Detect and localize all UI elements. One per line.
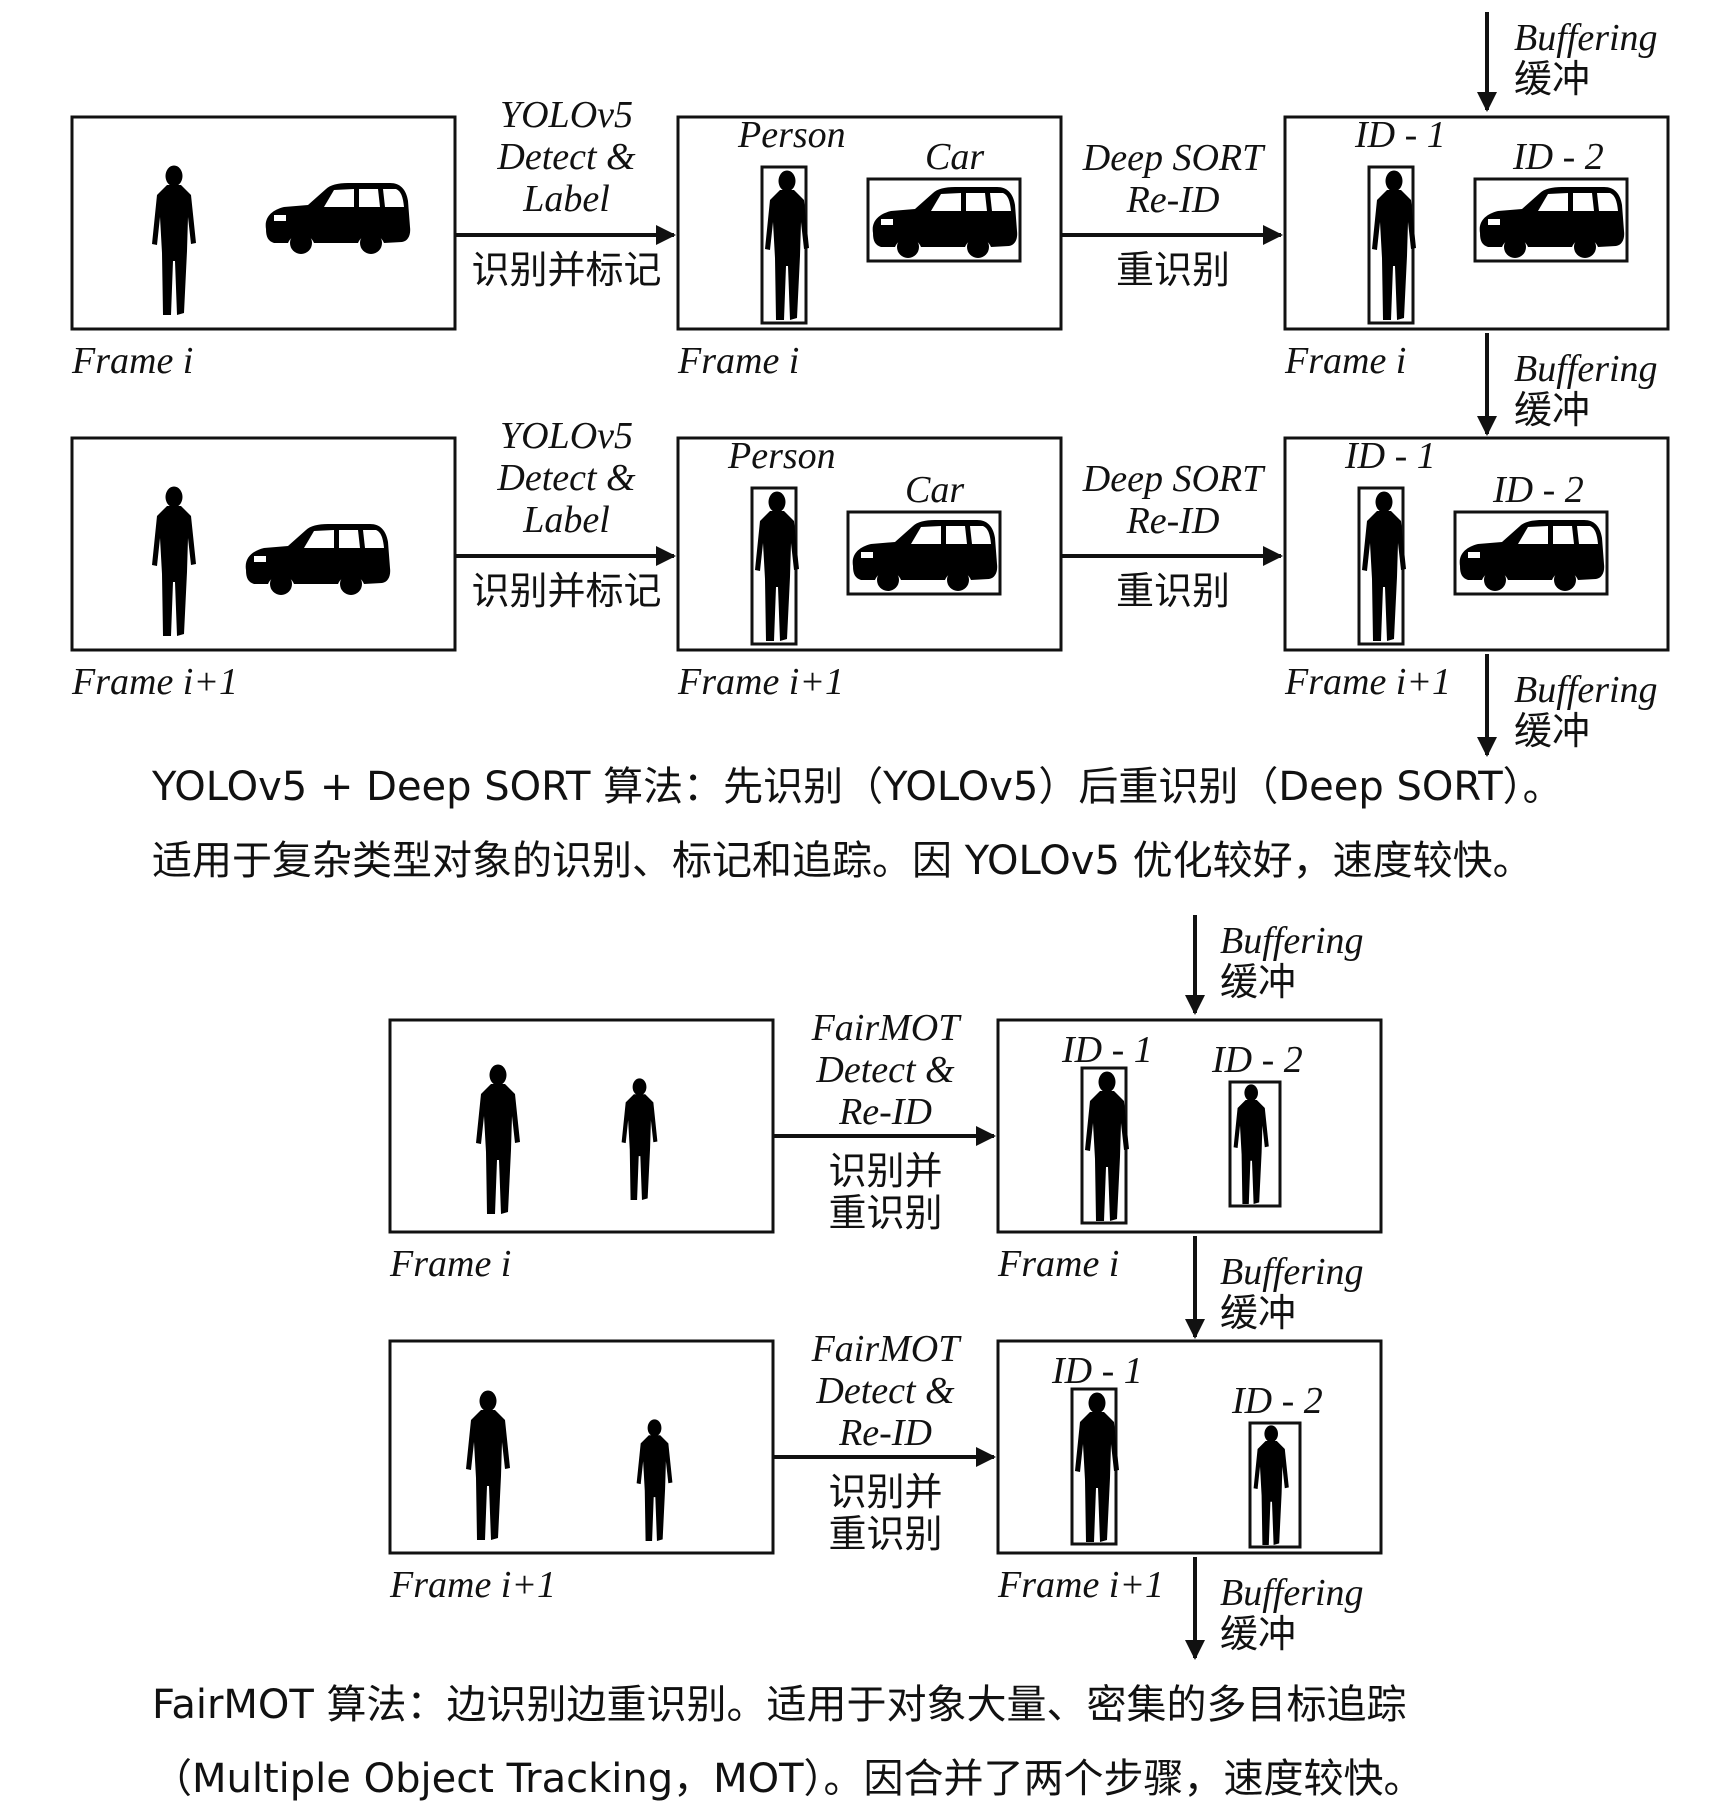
- frame-label: Frame i+1: [71, 661, 238, 703]
- buffer-label-en: Buffering: [1220, 1572, 1364, 1614]
- fair-step-label-zh: 重识别: [828, 1512, 942, 1556]
- id-label-2: ID - 2: [1512, 136, 1604, 178]
- caption-yolo-line-1: YOLOv5 + Deep SORT 算法：先识别（YOLOv5）后重识别（De…: [151, 764, 1563, 810]
- id-label-2: ID - 2: [1231, 1380, 1323, 1422]
- frame-label: Frame i+1: [677, 661, 844, 703]
- fair-raw-frame-1: [388, 1339, 775, 1555]
- detect-step-label: YOLOv5: [500, 94, 633, 136]
- fair-id2-bbox: [1248, 1421, 1302, 1549]
- detect-label-car: Car: [905, 469, 964, 511]
- reid-step-label: Re-ID: [1126, 179, 1220, 221]
- id-label-1: ID - 1: [1051, 1350, 1143, 1392]
- fair-step-label-zh: 识别并: [828, 1149, 942, 1193]
- fair-step-label-zh: 识别并: [828, 1470, 942, 1514]
- caption-fairmot-line-1: FairMOT 算法：边识别边重识别。适用于对象大量、密集的多目标追踪: [152, 1682, 1407, 1728]
- caption-fairmot-line-2: （Multiple Object Tracking，MOT）。因合并了两个步骤，…: [152, 1756, 1424, 1802]
- id2-bbox: [1473, 177, 1629, 263]
- id-label-2: ID - 2: [1211, 1039, 1303, 1081]
- detect-label-person: Person: [727, 435, 836, 477]
- buffer-label-zh: 缓冲: [1220, 1612, 1296, 1656]
- id-label-2: ID - 2: [1492, 469, 1584, 511]
- detect-frame-1: [676, 436, 1063, 652]
- fair-raw-frame-0: [388, 1018, 775, 1234]
- fair-id2-bbox: [1228, 1080, 1282, 1208]
- detect-step-label: Detect &: [496, 136, 636, 178]
- fair-step-label: Detect &: [815, 1370, 955, 1412]
- frame-label: Frame i: [677, 340, 799, 382]
- frame-label: Frame i: [71, 340, 193, 382]
- buffer-label-top-en: Buffering: [1514, 17, 1658, 59]
- buffer-label-zh: 缓冲: [1514, 709, 1590, 753]
- fair-id-frame-1: [996, 1339, 1383, 1555]
- detect-label-car: Car: [925, 136, 984, 178]
- buffer-label-en: Buffering: [1220, 1251, 1364, 1293]
- raw-frame-1: [70, 436, 457, 652]
- id2-bbox: [1453, 510, 1609, 596]
- reid-step-label: Deep SORT: [1082, 137, 1266, 179]
- detect-label-person: Person: [737, 114, 846, 156]
- reid-step-label: Deep SORT: [1082, 458, 1266, 500]
- fair-step-label-zh: 重识别: [828, 1191, 942, 1235]
- buffer-label-top-2-en: Buffering: [1220, 920, 1364, 962]
- caption-yolo-line-2: 适用于复杂类型对象的识别、标记和追踪。因 YOLOv5 优化较好，速度较快。: [152, 838, 1533, 884]
- car-bbox: [866, 177, 1022, 263]
- reid-step-label-zh: 重识别: [1116, 248, 1230, 292]
- id-frame-1: [1283, 436, 1670, 652]
- frame-label: Frame i+1: [389, 1564, 556, 1606]
- fair-step-label: Re-ID: [838, 1091, 932, 1133]
- detect-step-label-zh: 识别并标记: [471, 248, 661, 292]
- reid-step-label: Re-ID: [1126, 500, 1220, 542]
- fair-id-frame-0: [996, 1018, 1383, 1234]
- frame-label: Frame i+1: [997, 1564, 1164, 1606]
- detect-step-label-zh: 识别并标记: [471, 569, 661, 613]
- id-label-1: ID - 1: [1061, 1029, 1153, 1071]
- buffer-label-zh: 缓冲: [1514, 388, 1590, 432]
- frame-label: Frame i: [997, 1243, 1119, 1285]
- fair-step-label: FairMOT: [811, 1007, 963, 1049]
- detect-step-label: Label: [522, 178, 610, 220]
- frame-label: Frame i+1: [1284, 661, 1451, 703]
- car-bbox: [846, 510, 1002, 596]
- fair-step-label: Detect &: [815, 1049, 955, 1091]
- fair-step-label: FairMOT: [811, 1328, 963, 1370]
- detect-step-label: YOLOv5: [500, 415, 633, 457]
- buffer-label-en: Buffering: [1514, 669, 1658, 711]
- frame-label: Frame i: [1284, 340, 1406, 382]
- frame-label: Frame i: [389, 1243, 511, 1285]
- fair-step-label: Re-ID: [838, 1412, 932, 1454]
- buffer-label-top-2-zh: 缓冲: [1220, 960, 1296, 1004]
- detect-step-label: Detect &: [496, 457, 636, 499]
- detect-step-label: Label: [522, 499, 610, 541]
- id-label-1: ID - 1: [1344, 435, 1436, 477]
- buffer-label-top-zh: 缓冲: [1514, 57, 1590, 101]
- id-label-1: ID - 1: [1354, 114, 1446, 156]
- buffer-label-zh: 缓冲: [1220, 1291, 1296, 1335]
- reid-step-label-zh: 重识别: [1116, 569, 1230, 613]
- buffer-label-en: Buffering: [1514, 348, 1658, 390]
